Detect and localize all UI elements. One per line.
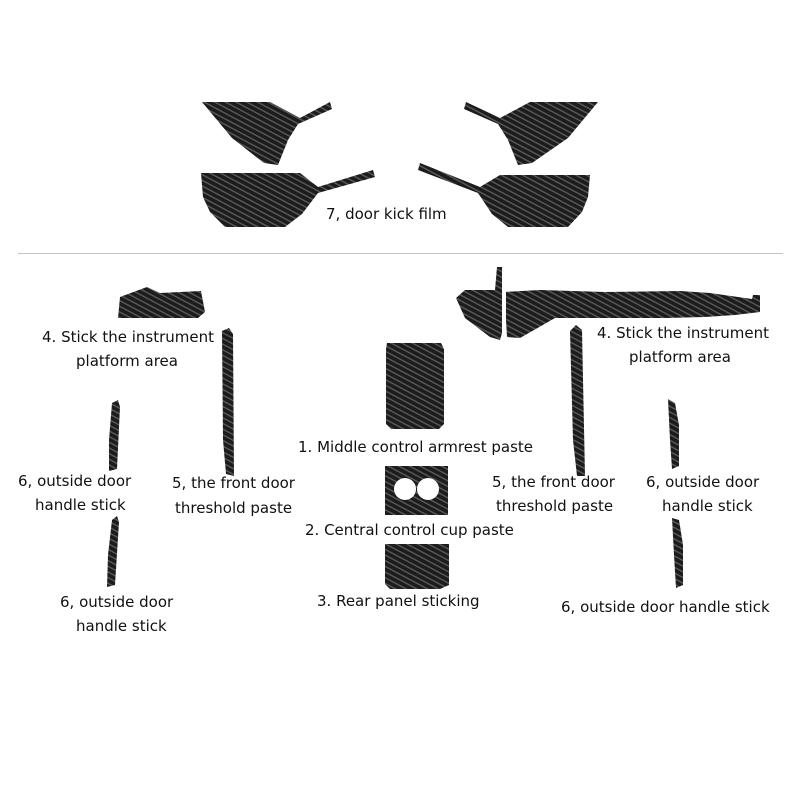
threshold-label-right-line1: 5, the front door <box>492 473 615 491</box>
instrument-platform-label-left-line1: 4. Stick the instrument <box>42 328 215 346</box>
handle-strip-right-upper <box>668 399 679 469</box>
instrument-platform-label-right-line1: 4. Stick the instrument <box>597 324 770 342</box>
door-kick-film-label: 7, door kick film <box>326 205 447 223</box>
armrest-label: 1. Middle control armrest paste <box>298 438 534 456</box>
cup-holder-piece <box>385 466 448 515</box>
handle-strip-right-lower <box>672 518 683 588</box>
door-kick-piece-top-left <box>202 102 332 165</box>
handle-label-right-lower: 6, outside door handle stick <box>561 598 770 616</box>
instrument-platform-label-right-line2: platform area <box>629 348 731 366</box>
handle-label-left-lower-line2: handle stick <box>76 617 167 635</box>
instrument-platform-label-left-line2: platform area <box>76 352 178 370</box>
door-kick-piece-bottom-left <box>201 170 375 227</box>
threshold-label-left-line2: threshold paste <box>175 499 293 517</box>
instrument-platform-piece-right <box>456 267 760 340</box>
door-kick-piece-top-right <box>464 102 598 165</box>
rear-panel-label: 3. Rear panel sticking <box>317 592 480 610</box>
cup-label: 2. Central control cup paste <box>305 521 514 539</box>
armrest-piece <box>386 343 444 429</box>
handle-label-left-lower-line1: 6, outside door <box>60 593 174 611</box>
rear-panel-piece <box>385 544 449 589</box>
handle-label-right-upper-line2: handle stick <box>662 497 753 515</box>
handle-label-left-upper-line1: 6, outside door <box>18 472 132 490</box>
threshold-strip-right <box>570 325 585 476</box>
handle-strip-left-upper <box>109 400 120 471</box>
threshold-label-right-line2: threshold paste <box>496 497 614 515</box>
instrument-platform-piece-left <box>118 287 205 318</box>
handle-label-left-upper-line2: handle stick <box>35 496 126 514</box>
instrument-platform-gap <box>502 263 506 343</box>
threshold-strip-left <box>222 328 234 476</box>
section-divider <box>18 253 783 254</box>
handle-label-right-upper-line1: 6, outside door <box>646 473 760 491</box>
door-kick-piece-bottom-right <box>418 163 590 227</box>
threshold-label-left-line1: 5, the front door <box>172 474 295 492</box>
handle-strip-left-lower <box>107 516 119 587</box>
